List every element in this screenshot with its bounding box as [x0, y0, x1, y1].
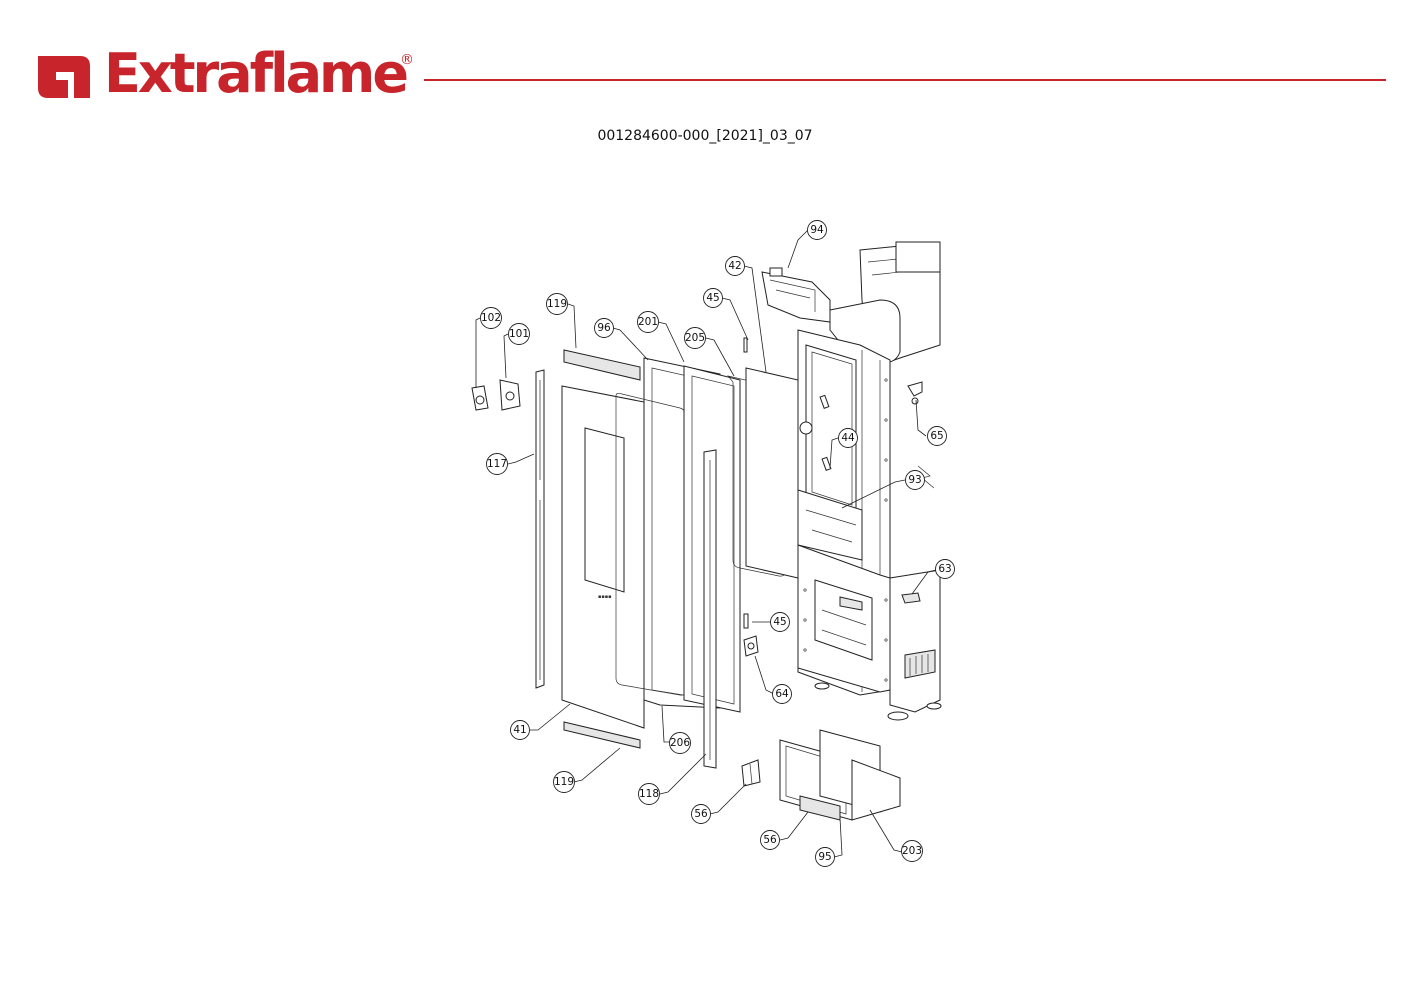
callout-206: 206 [669, 732, 691, 754]
svg-text:45: 45 [773, 616, 786, 628]
svg-text:41: 41 [513, 724, 526, 736]
svg-text:65: 65 [930, 430, 943, 442]
callout-56: 56 [760, 830, 780, 850]
callout-64: 64 [772, 684, 792, 704]
leader-lines [475, 229, 937, 858]
callout-41: 41 [510, 720, 530, 740]
callout-119: 119 [553, 771, 575, 793]
svg-text:117: 117 [487, 458, 507, 470]
svg-text:206: 206 [670, 737, 690, 749]
svg-text:119: 119 [554, 776, 574, 788]
document-code: 001284600-000_[2021]_03_07 [597, 128, 813, 144]
svg-text:42: 42 [728, 260, 741, 272]
callout-94: 94 [807, 220, 827, 240]
callout-45: 45 [703, 288, 723, 308]
svg-text:64: 64 [775, 688, 789, 700]
callout-102: 102 [480, 307, 502, 329]
callout-203: 203 [901, 840, 923, 862]
svg-text:56: 56 [763, 834, 777, 846]
callout-96: 96 [594, 318, 614, 338]
callout-205: 205 [684, 327, 706, 349]
extraflame-logo: Extraflame ® [34, 44, 424, 106]
header-rule [424, 79, 1386, 81]
svg-text:95: 95 [818, 851, 831, 863]
callout-42: 42 [725, 256, 745, 276]
logo-wordmark: Extraflame [104, 42, 409, 105]
svg-text:101: 101 [509, 328, 529, 340]
callout-65: 65 [927, 426, 947, 446]
svg-text:205: 205 [685, 332, 705, 344]
svg-text:44: 44 [841, 432, 855, 444]
callout-63: 63 [935, 559, 955, 579]
svg-text:94: 94 [810, 224, 824, 236]
svg-text:118: 118 [639, 788, 659, 800]
callout-101: 101 [508, 323, 530, 345]
svg-text:119: 119 [547, 298, 567, 310]
callout-93: 93 [905, 470, 925, 490]
ash-pan-assembly [741, 729, 901, 821]
callout-45: 45 [770, 612, 790, 632]
svg-text:96: 96 [597, 322, 611, 334]
flame-logo-icon [38, 56, 90, 98]
door-assembly: ▪▪▪▪ [471, 337, 799, 769]
callout-95: 95 [815, 847, 835, 867]
registered-mark: ® [400, 52, 414, 68]
callout-201: 201 [637, 311, 659, 333]
svg-text:▪▪▪▪: ▪▪▪▪ [598, 594, 612, 600]
svg-text:201: 201 [638, 316, 658, 328]
stove-body [743, 241, 942, 721]
svg-text:45: 45 [706, 292, 719, 304]
callout-56: 56 [691, 804, 711, 824]
callout-44: 44 [838, 428, 858, 448]
svg-text:56: 56 [694, 808, 708, 820]
svg-text:93: 93 [908, 474, 921, 486]
callout-119: 119 [546, 293, 568, 315]
svg-text:63: 63 [938, 563, 951, 575]
svg-text:203: 203 [902, 845, 922, 857]
callout-118: 118 [638, 783, 660, 805]
callout-117: 117 [486, 453, 508, 475]
svg-text:102: 102 [481, 312, 501, 324]
